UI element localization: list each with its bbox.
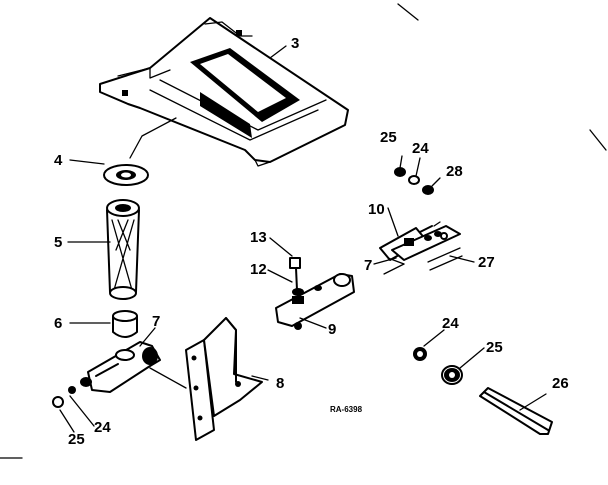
- fittings-bottom: [413, 347, 553, 435]
- callout-12: 12: [250, 261, 267, 278]
- callout-24-top: 24: [412, 140, 429, 157]
- leader-lines: [59, 45, 547, 433]
- fittings-top: [394, 167, 434, 195]
- callout-13: 13: [250, 229, 267, 246]
- callout-28: 28: [446, 163, 463, 180]
- reference-code: RA-6398: [330, 405, 363, 414]
- callout-26: 26: [552, 375, 569, 392]
- callout-6: 6: [54, 315, 62, 332]
- part-7-master-cylinder: [52, 341, 187, 408]
- callout-labels: 3 4 5 6 7 8 9 10 12 13 24 24 24 25 25 25…: [54, 35, 569, 448]
- leader-seat: [129, 117, 177, 159]
- part-12-13-bolt: [289, 257, 304, 296]
- part-4-flange: [103, 164, 149, 186]
- callout-4: 4: [54, 152, 63, 169]
- part-9-lever: [275, 273, 355, 330]
- corner-marks: [0, 3, 607, 459]
- callout-5: 5: [54, 234, 62, 251]
- callout-3: 3: [291, 35, 299, 52]
- callout-7-valve: 7: [364, 257, 372, 274]
- part-3-seat-pan: [99, 17, 349, 167]
- callout-25-top: 25: [380, 129, 397, 146]
- callout-24-right: 24: [442, 315, 459, 332]
- part-6-bushing: [112, 310, 138, 338]
- part-5-cylinder: [106, 199, 140, 300]
- callout-24-left: 24: [94, 419, 111, 436]
- callout-9: 9: [328, 321, 336, 338]
- part-10-valve: [379, 221, 463, 275]
- callout-8: 8: [276, 375, 284, 392]
- callout-27: 27: [478, 254, 495, 271]
- callout-25-right: 25: [486, 339, 503, 356]
- callout-25-left: 25: [68, 431, 85, 448]
- callout-10: 10: [368, 201, 385, 218]
- callout-7-master: 7: [152, 313, 160, 330]
- part-8-bracket: [185, 317, 263, 441]
